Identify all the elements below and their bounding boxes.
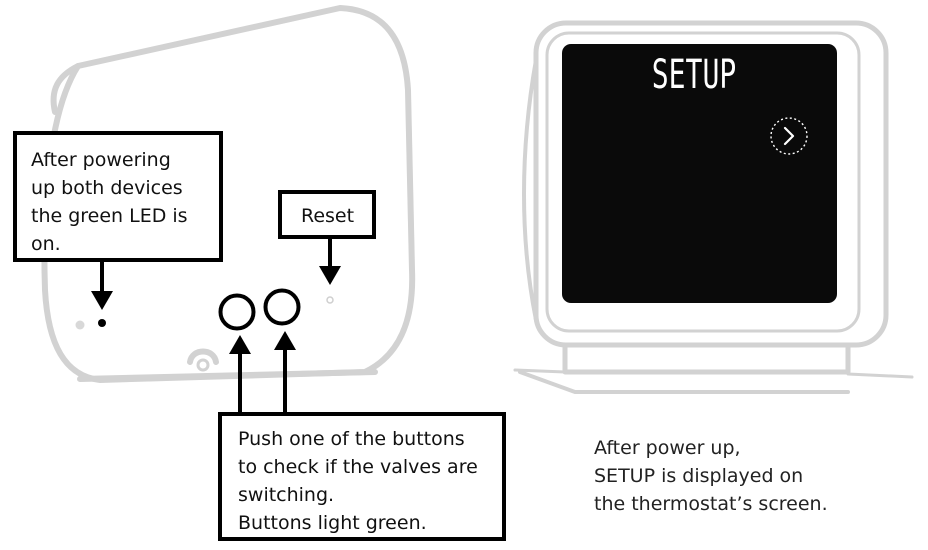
- channel-button-2: [263, 288, 301, 326]
- chevron-right-icon: [770, 117, 808, 155]
- pointer-arrows: [91, 239, 341, 412]
- thermostat-caption: After power up, SETUP is displayed on th…: [594, 434, 828, 518]
- push-callout-line: switching.: [238, 484, 335, 506]
- screen-setup-text: SETUP: [652, 52, 737, 98]
- receiver-led-dots: [75, 296, 334, 330]
- caption-line: the thermostat’s screen.: [594, 493, 828, 515]
- push-buttons-callout: Push one of the buttons to check if the …: [218, 412, 506, 541]
- led-callout: After powering up both devices the green…: [13, 131, 223, 262]
- push-callout-line: to check if the valves are: [238, 456, 478, 478]
- caption-line: After power up,: [594, 437, 741, 459]
- led-callout-line: up both devices: [31, 177, 183, 199]
- led-callout-line: the green LED is: [31, 205, 188, 227]
- led-callout-line: After powering: [31, 149, 171, 171]
- push-callout-line: Buttons light green.: [238, 512, 427, 534]
- push-callout-line: Push one of the buttons: [238, 428, 465, 450]
- thermostat-screen: [562, 44, 837, 303]
- reset-callout: Reset: [278, 190, 376, 239]
- channel-button-1: [218, 293, 256, 331]
- thermostat-device: [513, 20, 914, 394]
- reset-label: Reset: [301, 205, 355, 227]
- caption-line: SETUP is displayed on: [594, 465, 804, 487]
- led-callout-line: on.: [31, 233, 61, 255]
